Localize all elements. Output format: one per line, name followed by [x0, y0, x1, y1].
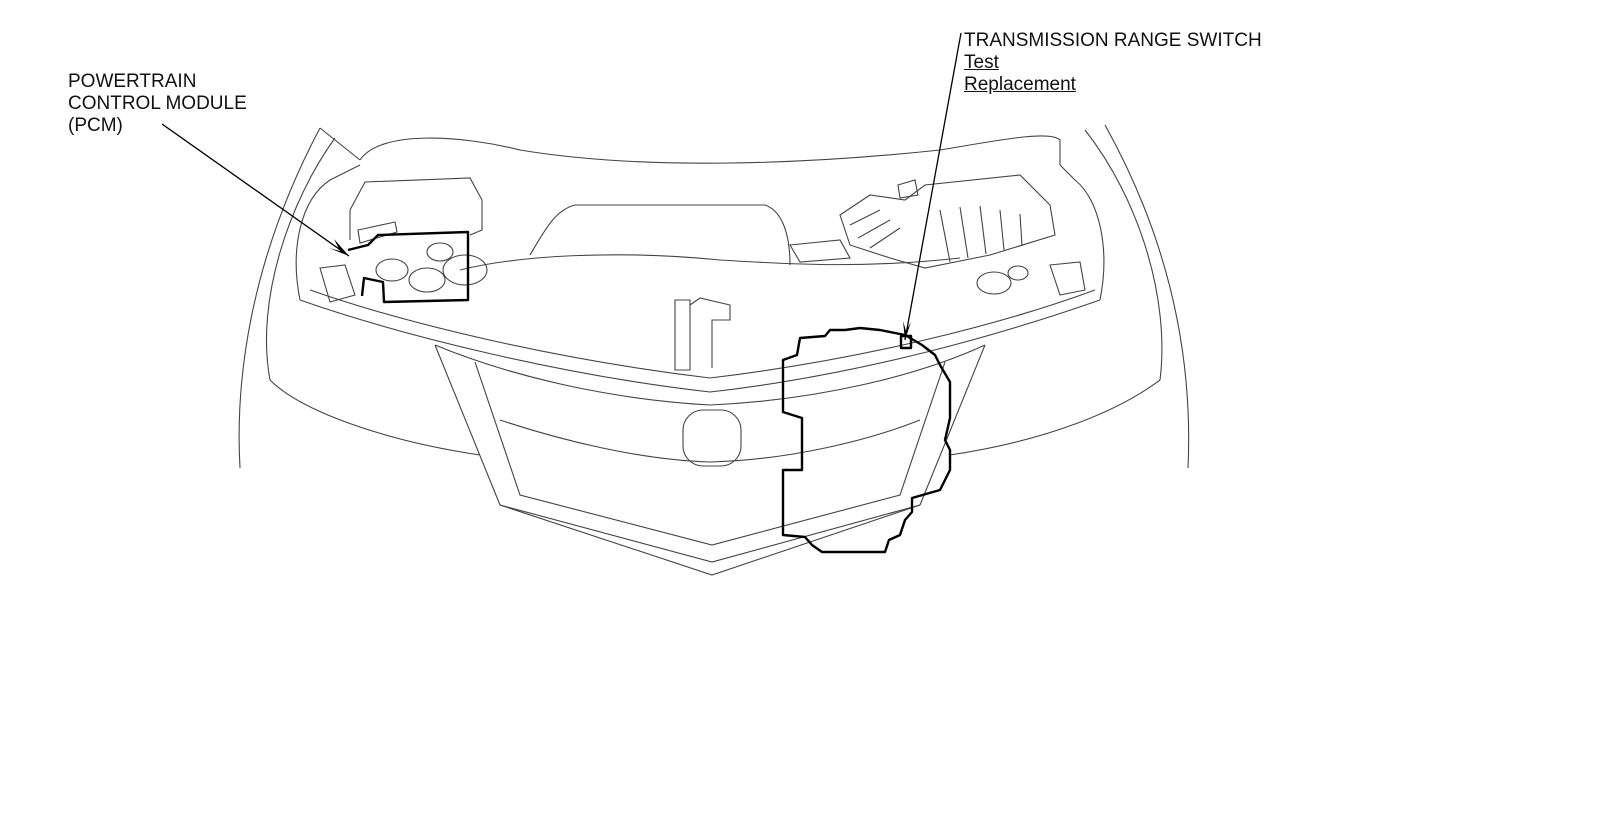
left-components — [319, 177, 488, 303]
right-fender — [949, 124, 1190, 469]
emblem — [682, 409, 742, 467]
bumper-top — [299, 289, 1101, 406]
hood-opening — [295, 127, 1105, 301]
pcm-label-line-1: POWERTRAIN — [68, 71, 197, 92]
engine-cover — [459, 204, 961, 371]
trs-title: TRANSMISSION RANGE SWITCH — [964, 30, 1262, 51]
trs-test-link[interactable]: Test — [964, 52, 999, 73]
pcm-label-line-2: CONTROL MODULE — [68, 93, 247, 114]
pcm-callout: POWERTRAIN CONTROL MODULE (PCM) — [68, 71, 247, 137]
pcm-leader-line — [161, 123, 350, 257]
left-fender — [238, 127, 481, 469]
trs-outline — [781, 326, 952, 554]
grille — [434, 344, 986, 576]
right-components — [789, 174, 1086, 296]
pcm-label-line-3: (PCM) — [68, 115, 123, 136]
pcm-outline — [347, 230, 470, 304]
trs-replacement-link[interactable]: Replacement — [964, 74, 1076, 95]
trs-leader-line — [903, 32, 962, 341]
trs-callout: TRANSMISSION RANGE SWITCH Test Replaceme… — [964, 30, 1262, 96]
